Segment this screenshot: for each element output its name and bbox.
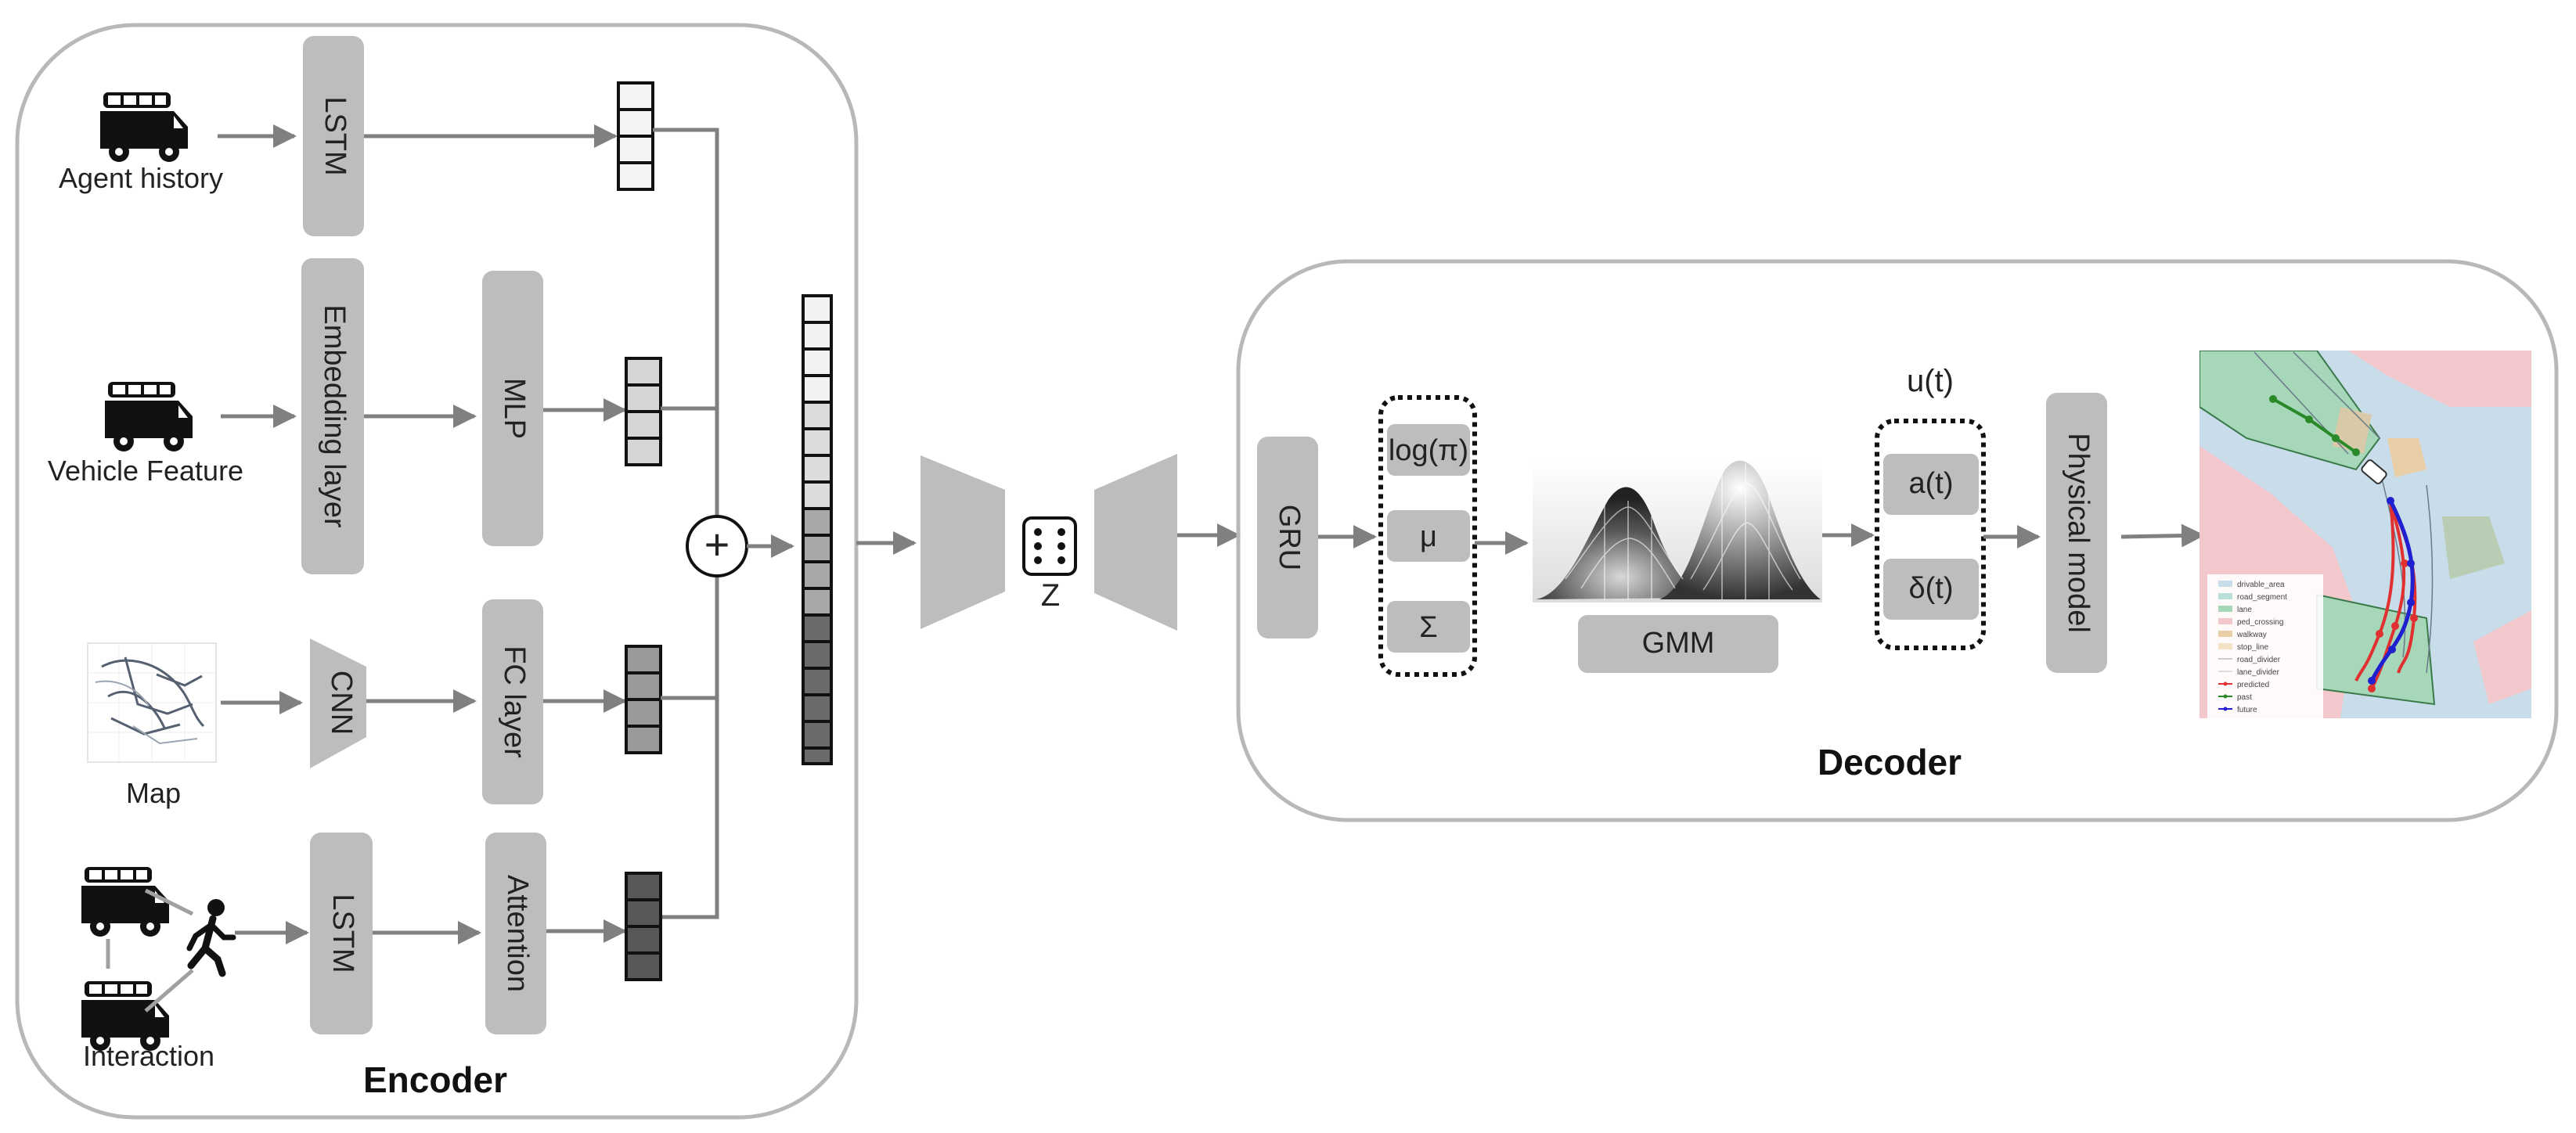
mlp-box	[482, 271, 543, 546]
feature-vector-4	[625, 872, 662, 981]
interaction-label: Interaction	[83, 1040, 214, 1072]
acceleration-label: a(t)	[1909, 467, 1954, 500]
sigma-label: Σ	[1419, 611, 1438, 644]
decoder-panel	[1236, 259, 2559, 822]
mu-label: μ	[1420, 520, 1437, 553]
decoder-expansion-trapezoid	[1094, 454, 1177, 631]
legend-item: stop_line	[2237, 643, 2268, 652]
vehicle-feature-label: Vehicle Feature	[48, 455, 243, 487]
concatenated-vector	[802, 294, 833, 765]
bus-icon	[81, 867, 169, 937]
physical-model-box	[2046, 393, 2107, 673]
bus-icon	[105, 382, 193, 451]
embedding-layer-label: Embedding layer	[318, 304, 351, 528]
legend-item: lane	[2237, 606, 2252, 614]
map-thumbnail-icon	[87, 642, 217, 763]
gru-box	[1257, 437, 1318, 638]
mlp-label: MLP	[498, 378, 531, 439]
legend-item: future	[2237, 706, 2257, 714]
gru-label: GRU	[1273, 505, 1306, 570]
embedding-layer-box	[301, 258, 364, 574]
encoder-panel	[15, 23, 859, 1120]
interaction-links	[106, 888, 194, 1013]
sigma-box	[1387, 601, 1470, 653]
legend-item: past	[2237, 693, 2252, 702]
concat-symbol: +	[704, 520, 730, 569]
acceleration-box	[1883, 454, 1979, 515]
legend-item: road_divider	[2237, 656, 2281, 664]
log-pi-box	[1387, 424, 1470, 476]
physical-model-label: Physical model	[2062, 433, 2095, 633]
attention-box	[485, 833, 546, 1034]
fc-layer-box	[482, 599, 543, 804]
lstm-label-2: LSTM	[326, 894, 359, 973]
mu-box	[1387, 510, 1470, 562]
control-title: u(t)	[1907, 364, 1954, 398]
feature-vector-1	[617, 81, 654, 191]
lstm-box-1	[303, 36, 364, 236]
cnn-box	[310, 638, 366, 768]
lstm-label-1: LSTM	[319, 96, 351, 175]
gaussian-params-frame	[1378, 395, 1477, 677]
legend-item: ped_crossing	[2237, 618, 2283, 627]
gmm-box	[1578, 615, 1778, 673]
log-pi-label: log(π)	[1389, 434, 1468, 467]
feature-vector-3	[625, 645, 662, 754]
latent-z-label: Z	[1041, 578, 1060, 613]
dice-icon	[1022, 516, 1077, 576]
pedestrian-icon	[186, 899, 236, 977]
legend-item: predicted	[2237, 681, 2269, 689]
encoder-bottleneck-trapezoid	[921, 455, 1005, 629]
agent-history-label: Agent history	[59, 162, 223, 194]
lstm-box-2	[310, 833, 373, 1034]
bus-icon	[100, 92, 188, 162]
trajectory-map-image: drivable_area road_segment lane ped_cros…	[2200, 351, 2531, 718]
steering-label: δ(t)	[1908, 572, 1953, 605]
attention-label: Attention	[501, 875, 534, 992]
gmm-surface-plot	[1533, 460, 1822, 602]
legend-item: lane_divider	[2237, 668, 2280, 677]
encoder-title: Encoder	[363, 1059, 507, 1100]
feature-vector-2	[625, 357, 662, 466]
fc-layer-label: FC layer	[498, 646, 531, 758]
legend-item: road_segment	[2237, 593, 2287, 602]
decoder-title: Decoder	[1818, 742, 1962, 782]
gmm-label: GMM	[1642, 627, 1715, 660]
steering-box	[1883, 559, 1979, 620]
legend-item: walkway	[2236, 631, 2267, 639]
cnn-label: CNN	[325, 671, 358, 735]
legend-item: drivable_area	[2237, 581, 2285, 589]
map-label: Map	[126, 777, 181, 809]
